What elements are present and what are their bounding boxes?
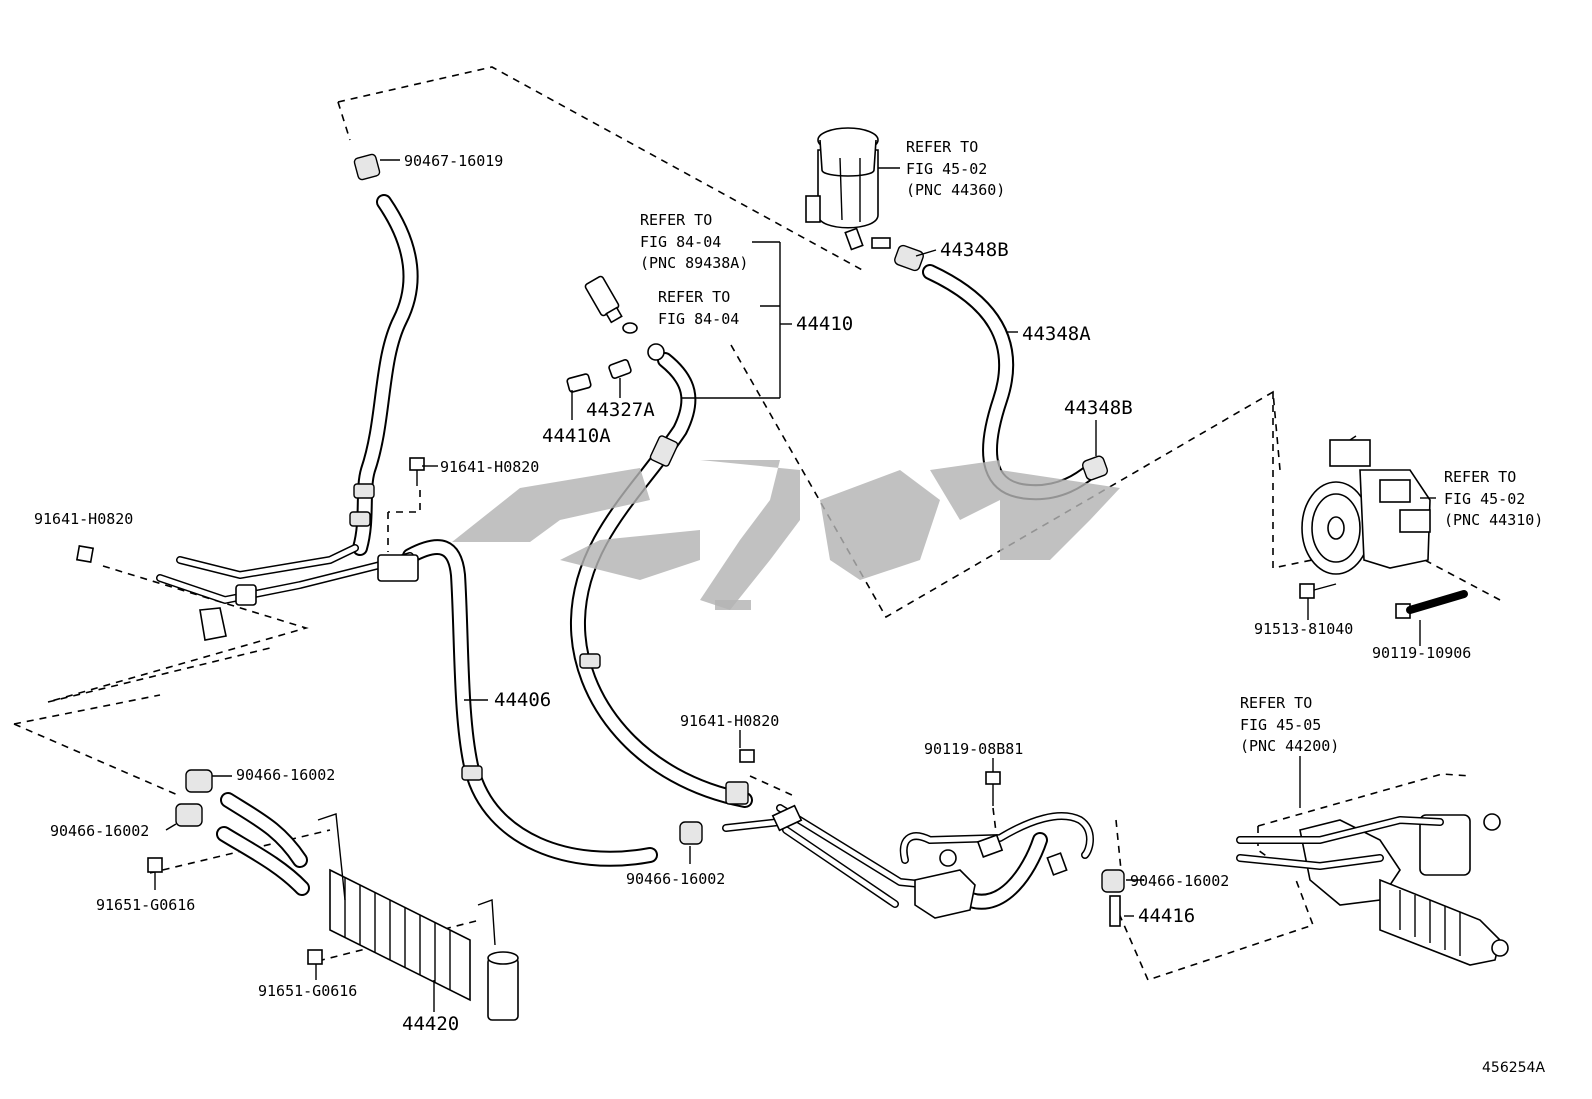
cooler-hoses bbox=[216, 792, 310, 896]
label-44348a: 44348A bbox=[1022, 323, 1091, 345]
part-labels: 90467-16019 91641-H0820 91641-H0820 9164… bbox=[34, 138, 1545, 1076]
label-91641-h0820-b: 91641-H0820 bbox=[34, 510, 133, 528]
valve-block-icon bbox=[771, 804, 1068, 919]
union-fitting-icon bbox=[566, 343, 665, 393]
refer-gear-l2: FIG 45-05 bbox=[1240, 716, 1321, 734]
label-44420: 44420 bbox=[402, 1013, 459, 1035]
refer-gear-l3: (PNC 44200) bbox=[1240, 737, 1339, 755]
hose-44348a bbox=[922, 264, 1100, 501]
refer-reservoir-l1: REFER TO bbox=[906, 138, 978, 156]
label-91641-h0820-a: 91641-H0820 bbox=[440, 458, 539, 476]
oil-cooler-icon bbox=[317, 813, 519, 1021]
refer-switch-l2: FIG 84-04 bbox=[640, 233, 721, 251]
return-pipes-lower bbox=[722, 804, 1094, 910]
pressure-switch-icon bbox=[584, 275, 638, 334]
label-90466-16002-b: 90466-16002 bbox=[50, 822, 149, 840]
refer-pump-l3: (PNC 44310) bbox=[1444, 511, 1543, 529]
label-90466-16002-d: 90466-16002 bbox=[1130, 872, 1229, 890]
refer-fig8404-l2: FIG 84-04 bbox=[658, 310, 739, 328]
bolt-icon bbox=[75, 457, 1468, 965]
label-91513-81040: 91513-81040 bbox=[1254, 620, 1353, 638]
refer-pump-l1: REFER TO bbox=[1444, 468, 1516, 486]
reservoir-icon bbox=[805, 127, 891, 251]
label-44410a: 44410A bbox=[542, 425, 611, 447]
label-44406: 44406 bbox=[494, 689, 551, 711]
label-44416: 44416 bbox=[1138, 905, 1195, 927]
steering-gear-icon bbox=[1236, 813, 1509, 966]
label-90119-10906: 90119-10906 bbox=[1372, 644, 1471, 662]
refer-reservoir-l3: (PNC 44360) bbox=[906, 181, 1005, 199]
figure-code: 456254A bbox=[1482, 1060, 1545, 1076]
refer-switch-l3: (PNC 89438A) bbox=[640, 254, 748, 272]
label-44410: 44410 bbox=[796, 313, 853, 335]
refer-gear-l1: REFER TO bbox=[1240, 694, 1312, 712]
pump-icon bbox=[1301, 435, 1431, 575]
label-90466-16002-a: 90466-16002 bbox=[236, 766, 335, 784]
refer-reservoir-l2: FIG 45-02 bbox=[906, 160, 987, 178]
label-90466-16002-c: 90466-16002 bbox=[626, 870, 725, 888]
label-91651-g0616-b: 91651-G0616 bbox=[258, 982, 357, 1000]
label-44327a: 44327A bbox=[586, 399, 655, 421]
upper-left-pipes bbox=[156, 544, 414, 604]
label-90119-08b81: 90119-08B81 bbox=[924, 740, 1023, 758]
label-90467-16019: 90467-16019 bbox=[404, 152, 503, 170]
clamp-icon bbox=[175, 153, 1125, 893]
label-44348b-top: 44348B bbox=[940, 239, 1009, 261]
label-44348b-mid: 44348B bbox=[1064, 397, 1133, 419]
refer-switch-l1: REFER TO bbox=[640, 211, 712, 229]
watermark-logo bbox=[452, 460, 1120, 610]
leader-lines bbox=[154, 159, 1436, 1012]
label-91641-h0820-c: 91641-H0820 bbox=[680, 712, 779, 730]
label-91651-g0616-a: 91651-G0616 bbox=[96, 896, 195, 914]
bracket-icon bbox=[199, 554, 419, 641]
refer-pump-l2: FIG 45-02 bbox=[1444, 490, 1525, 508]
refer-fig8404-l1: REFER TO bbox=[658, 288, 730, 306]
